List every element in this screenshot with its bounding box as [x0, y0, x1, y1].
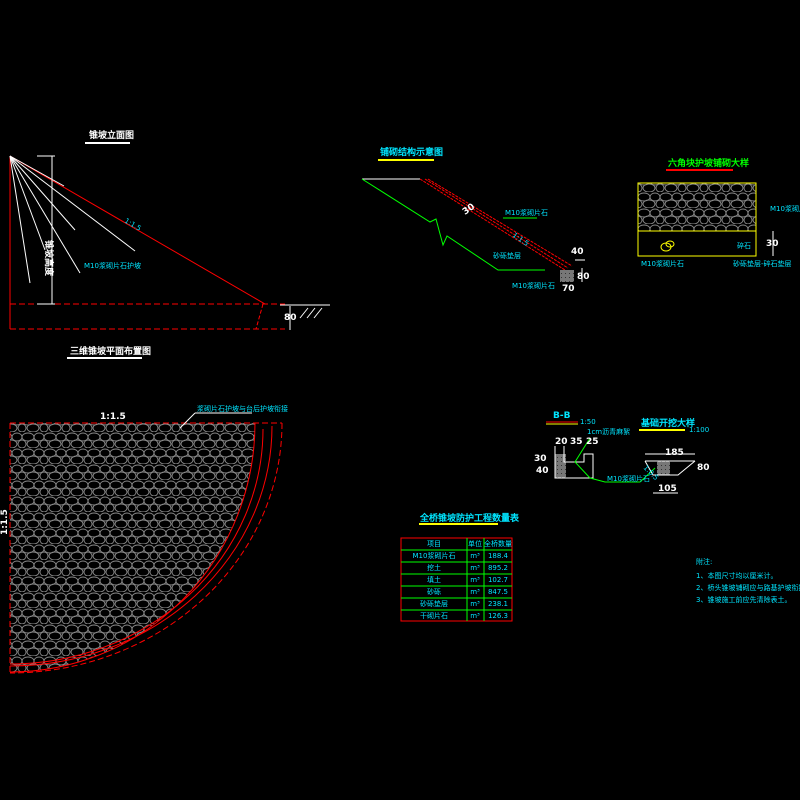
- elevation-slope: 1:1.5: [123, 217, 143, 233]
- bb-dim1: 20: [555, 437, 568, 447]
- hex-title: 六角块护坡铺砌大样: [668, 157, 749, 169]
- table-cell: m³: [470, 576, 480, 584]
- hex-label-bl: M10浆砌片石: [641, 259, 684, 268]
- structure-dim-c: 80: [577, 272, 590, 282]
- structure-layer1: M10浆砌片石: [505, 208, 548, 217]
- bb-dim5: 40: [536, 466, 549, 476]
- bb-label-top: 1cm沥青麻絮: [587, 427, 630, 436]
- bb-label-bottom: M10浆砌片石: [607, 474, 650, 483]
- table-cell: 填土: [427, 575, 441, 584]
- table-cell: m³: [470, 588, 480, 596]
- hex-label-top: M10浆砌片石: [770, 204, 800, 213]
- elevation-title: 锥坡立面图: [89, 129, 134, 141]
- plan-callout: 浆砌片石护坡与台后护坡衔接: [197, 404, 288, 413]
- table-cell: m³: [470, 564, 480, 572]
- foundation-height: 80: [697, 463, 710, 473]
- structure-thickness: 30: [461, 202, 477, 217]
- bb-dim2: 35: [570, 437, 583, 447]
- structure-title: 铺砌结构示意图: [380, 146, 443, 158]
- table-cell: 895.2: [488, 564, 508, 572]
- elevation-material: M10浆砌片石护坡: [84, 261, 141, 270]
- table-cell: 砂砾: [427, 587, 441, 596]
- quantity-table: 全桥锥坡防护工程数量表 项目 单位 全桥数量 M10浆砌片石 m³ 188.4 …: [400, 512, 520, 622]
- table-header: 单位: [468, 539, 482, 548]
- table-cell: m³: [470, 600, 480, 608]
- table-cell: M10浆砌片石: [413, 551, 456, 560]
- bb-dim3: 25: [586, 437, 599, 447]
- hex-detail-view: 六角块护坡铺砌大样 M10浆砌片石 M10浆砌片石 砂砾垫层-碎石垫层 碎石 3…: [637, 157, 800, 268]
- table-cell: m³: [470, 552, 480, 560]
- elevation-view: 锥坡立面图 锥坡高度 1:1.5 M10浆砌片石护坡 80 三维锥坡平面布置图: [9, 129, 330, 359]
- bb-title: B-B: [553, 411, 571, 421]
- table-cell: m³: [470, 612, 480, 620]
- plan-title: 三维锥坡平面布置图: [70, 345, 151, 357]
- structure-slope: 1:1.5: [511, 231, 530, 248]
- hex-label-br: 砂砾垫层-碎石垫层: [733, 259, 792, 268]
- structure-dim-b: 70: [562, 284, 575, 294]
- table-cell: 847.5: [488, 588, 508, 596]
- height-label: 锥坡高度: [43, 240, 55, 277]
- table-cell: 102.7: [488, 576, 508, 584]
- table-cell: 188.4: [488, 552, 509, 560]
- structure-layer2: 砂砾垫层: [493, 251, 521, 260]
- foundation-top-width: 185: [665, 448, 684, 458]
- table-cell: 挖土: [427, 563, 441, 572]
- note-item: 1、本图尺寸均以厘米计。: [696, 571, 777, 580]
- hex-label-fill: 碎石: [737, 241, 751, 250]
- plan-slope-left: 1:1.5: [0, 509, 10, 535]
- table-header: 全桥数量: [484, 539, 512, 548]
- table-title: 全桥锥坡防护工程数量表: [419, 512, 520, 524]
- table-header: 项目: [427, 540, 441, 548]
- bb-dim4: 30: [534, 454, 547, 464]
- hex-dim: 30: [766, 239, 779, 249]
- notes-title: 附注:: [696, 557, 712, 566]
- plan-view: 1:1.5 1:1.5 浆砌片石护坡与台后护坡衔接: [0, 404, 288, 674]
- structure-view: 铺砌结构示意图 M10浆砌片石 砂砾垫层 M10浆砌片石 1:1.5 30 40…: [361, 146, 590, 294]
- elevation-depth: 80: [284, 313, 297, 323]
- table-cell: 干砌片石: [420, 611, 448, 620]
- bb-scale: 1:50: [580, 418, 596, 426]
- table-cell: 238.1: [488, 600, 508, 608]
- structure-dim-a: 40: [571, 247, 584, 257]
- table-cell: 126.3: [488, 612, 508, 620]
- foundation-bottom-width: 105: [658, 484, 677, 494]
- note-item: 2、桥头锥坡铺砌应与路基护坡衔接顺。: [696, 583, 800, 592]
- foundation-scale: 1:100: [689, 426, 709, 434]
- notes: 附注: 1、本图尺寸均以厘米计。 2、桥头锥坡铺砌应与路基护坡衔接顺。 3、锥坡…: [696, 557, 800, 604]
- section-bb-view: B-B 1:50 1cm沥青麻絮 M10浆砌片石 20 35 25 30 40: [534, 411, 656, 483]
- foundation-title: 基础开挖大样: [640, 417, 695, 429]
- table-cell: 砂砾垫层: [420, 599, 448, 608]
- plan-slope-top: 1:1.5: [100, 412, 126, 422]
- note-item: 3、锥坡施工前应先清除表土。: [696, 595, 791, 604]
- structure-footing: M10浆砌片石: [512, 281, 555, 290]
